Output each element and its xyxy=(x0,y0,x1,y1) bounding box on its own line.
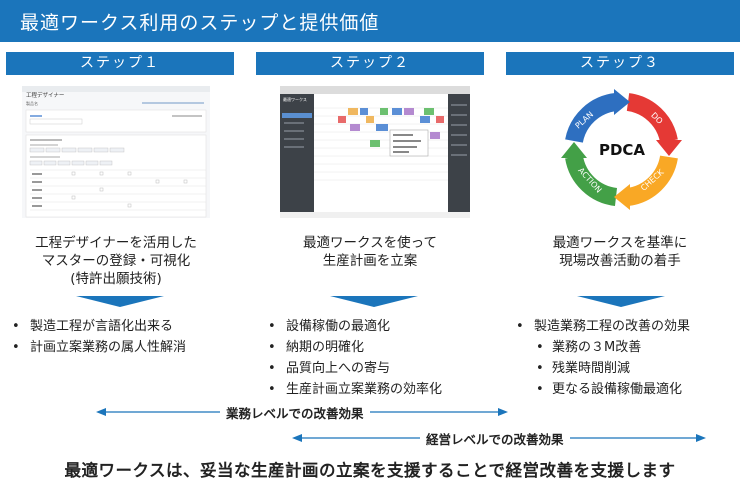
list-item: 納期の明確化 xyxy=(264,337,442,358)
step-3-down-arrow xyxy=(577,296,665,307)
step-2-down-arrow xyxy=(330,296,418,307)
title-bar: 最適ワークス利用のステップと提供価値 xyxy=(0,0,740,42)
pdca-action-arc xyxy=(565,155,618,206)
step-2-description: 最適ワークスを使って 生産計画を立案 xyxy=(254,234,486,270)
footer-statement: 最適ワークスは、妥当な生産計画の立案を支援することで経営改善を支援します xyxy=(64,461,676,480)
step-2-benefits-list: 設備稼働の最適化 納期の明確化 品質向上への寄与 生産計画立案業務の効率化 xyxy=(264,316,442,400)
improvement-level-arrows xyxy=(96,408,706,442)
thumb-1-subtitle: 製品名 xyxy=(26,100,38,106)
business-level-left-arrowhead xyxy=(96,408,106,416)
pdca-action-arrowhead xyxy=(561,142,587,158)
step-3-benefits-list: 製造業務工程の改善の効果 業務の３M改善 残業時間削減 更なる設備稼働最適化 xyxy=(512,316,690,400)
step-3-description: 最適ワークスを基準に 現場改善活動の着手 xyxy=(504,234,736,270)
step-2-desc-line: 生産計画を立案 xyxy=(322,253,418,269)
business-level-label: 業務レベルでの改善効果 xyxy=(220,403,370,422)
step-2-desc-line: 最適ワークスを使って xyxy=(303,235,437,251)
process-designer-screenshot: 工程デザイナー 製品名 xyxy=(22,86,210,218)
step-3-desc-line: 最適ワークスを基準に xyxy=(552,235,688,251)
pdca-plan-arc xyxy=(565,93,618,144)
pdca-center-circle xyxy=(594,121,650,177)
step-1-desc-line: (特許出願技術) xyxy=(70,271,162,287)
thumb-1-title: 工程デザイナー xyxy=(26,91,64,99)
sub-list-item: 残業時間削減 xyxy=(512,358,690,379)
step-1-desc-line: 工程デザイナーを活用した xyxy=(35,235,197,251)
list-item: 生産計画立案業務の効率化 xyxy=(264,379,442,400)
management-level-left-arrowhead xyxy=(292,434,302,442)
management-level-right-arrowhead xyxy=(696,434,706,442)
business-level-right-arrowhead xyxy=(498,408,508,416)
step-1-down-arrow xyxy=(76,296,164,307)
list-item: 計画立案業務の属人性解消 xyxy=(8,337,186,358)
step-1-benefits-list: 製造工程が言語化出来る 計画立案業務の属人性解消 xyxy=(8,316,186,358)
page-title: 最適ワークス利用のステップと提供価値 xyxy=(20,12,380,34)
step-3-desc-line: 現場改善活動の着手 xyxy=(559,253,681,269)
list-item: 設備稼働の最適化 xyxy=(264,316,442,337)
step-1-header: ステップ１ xyxy=(6,52,234,75)
management-level-label: 経営レベルでの改善効果 xyxy=(420,429,570,448)
list-item: 品質向上への寄与 xyxy=(264,358,442,379)
pdca-center-label: PDCA xyxy=(599,141,645,159)
list-item: 製造業務工程の改善の効果 xyxy=(512,316,690,337)
thumb-2-logo: 最適ワークス xyxy=(283,96,307,102)
pdca-check-arrowhead xyxy=(614,184,630,210)
step-1-description: 工程デザイナーを活用した マスターの登録・可視化 (特許出願技術) xyxy=(0,234,232,288)
pdca-do-arc xyxy=(626,93,678,144)
pdca-do-arrowhead xyxy=(656,140,682,156)
list-item: 製造工程が言語化出来る xyxy=(8,316,186,337)
sub-list-item: 業務の３M改善 xyxy=(512,337,690,358)
scheduler-screenshot: 最適ワークス xyxy=(280,86,470,218)
pdca-cycle-diagram: PDCA PLAN DO CHECK ACTION xyxy=(561,89,682,210)
pdca-check-arc xyxy=(626,155,678,206)
step-3-header: ステップ３ xyxy=(506,52,734,75)
step-2-header: ステップ２ xyxy=(256,52,484,75)
sub-list-item: 更なる設備稼働最適化 xyxy=(512,379,690,400)
step-1-desc-line: マスターの登録・可視化 xyxy=(41,253,191,269)
pdca-plan-arrowhead xyxy=(614,89,630,115)
